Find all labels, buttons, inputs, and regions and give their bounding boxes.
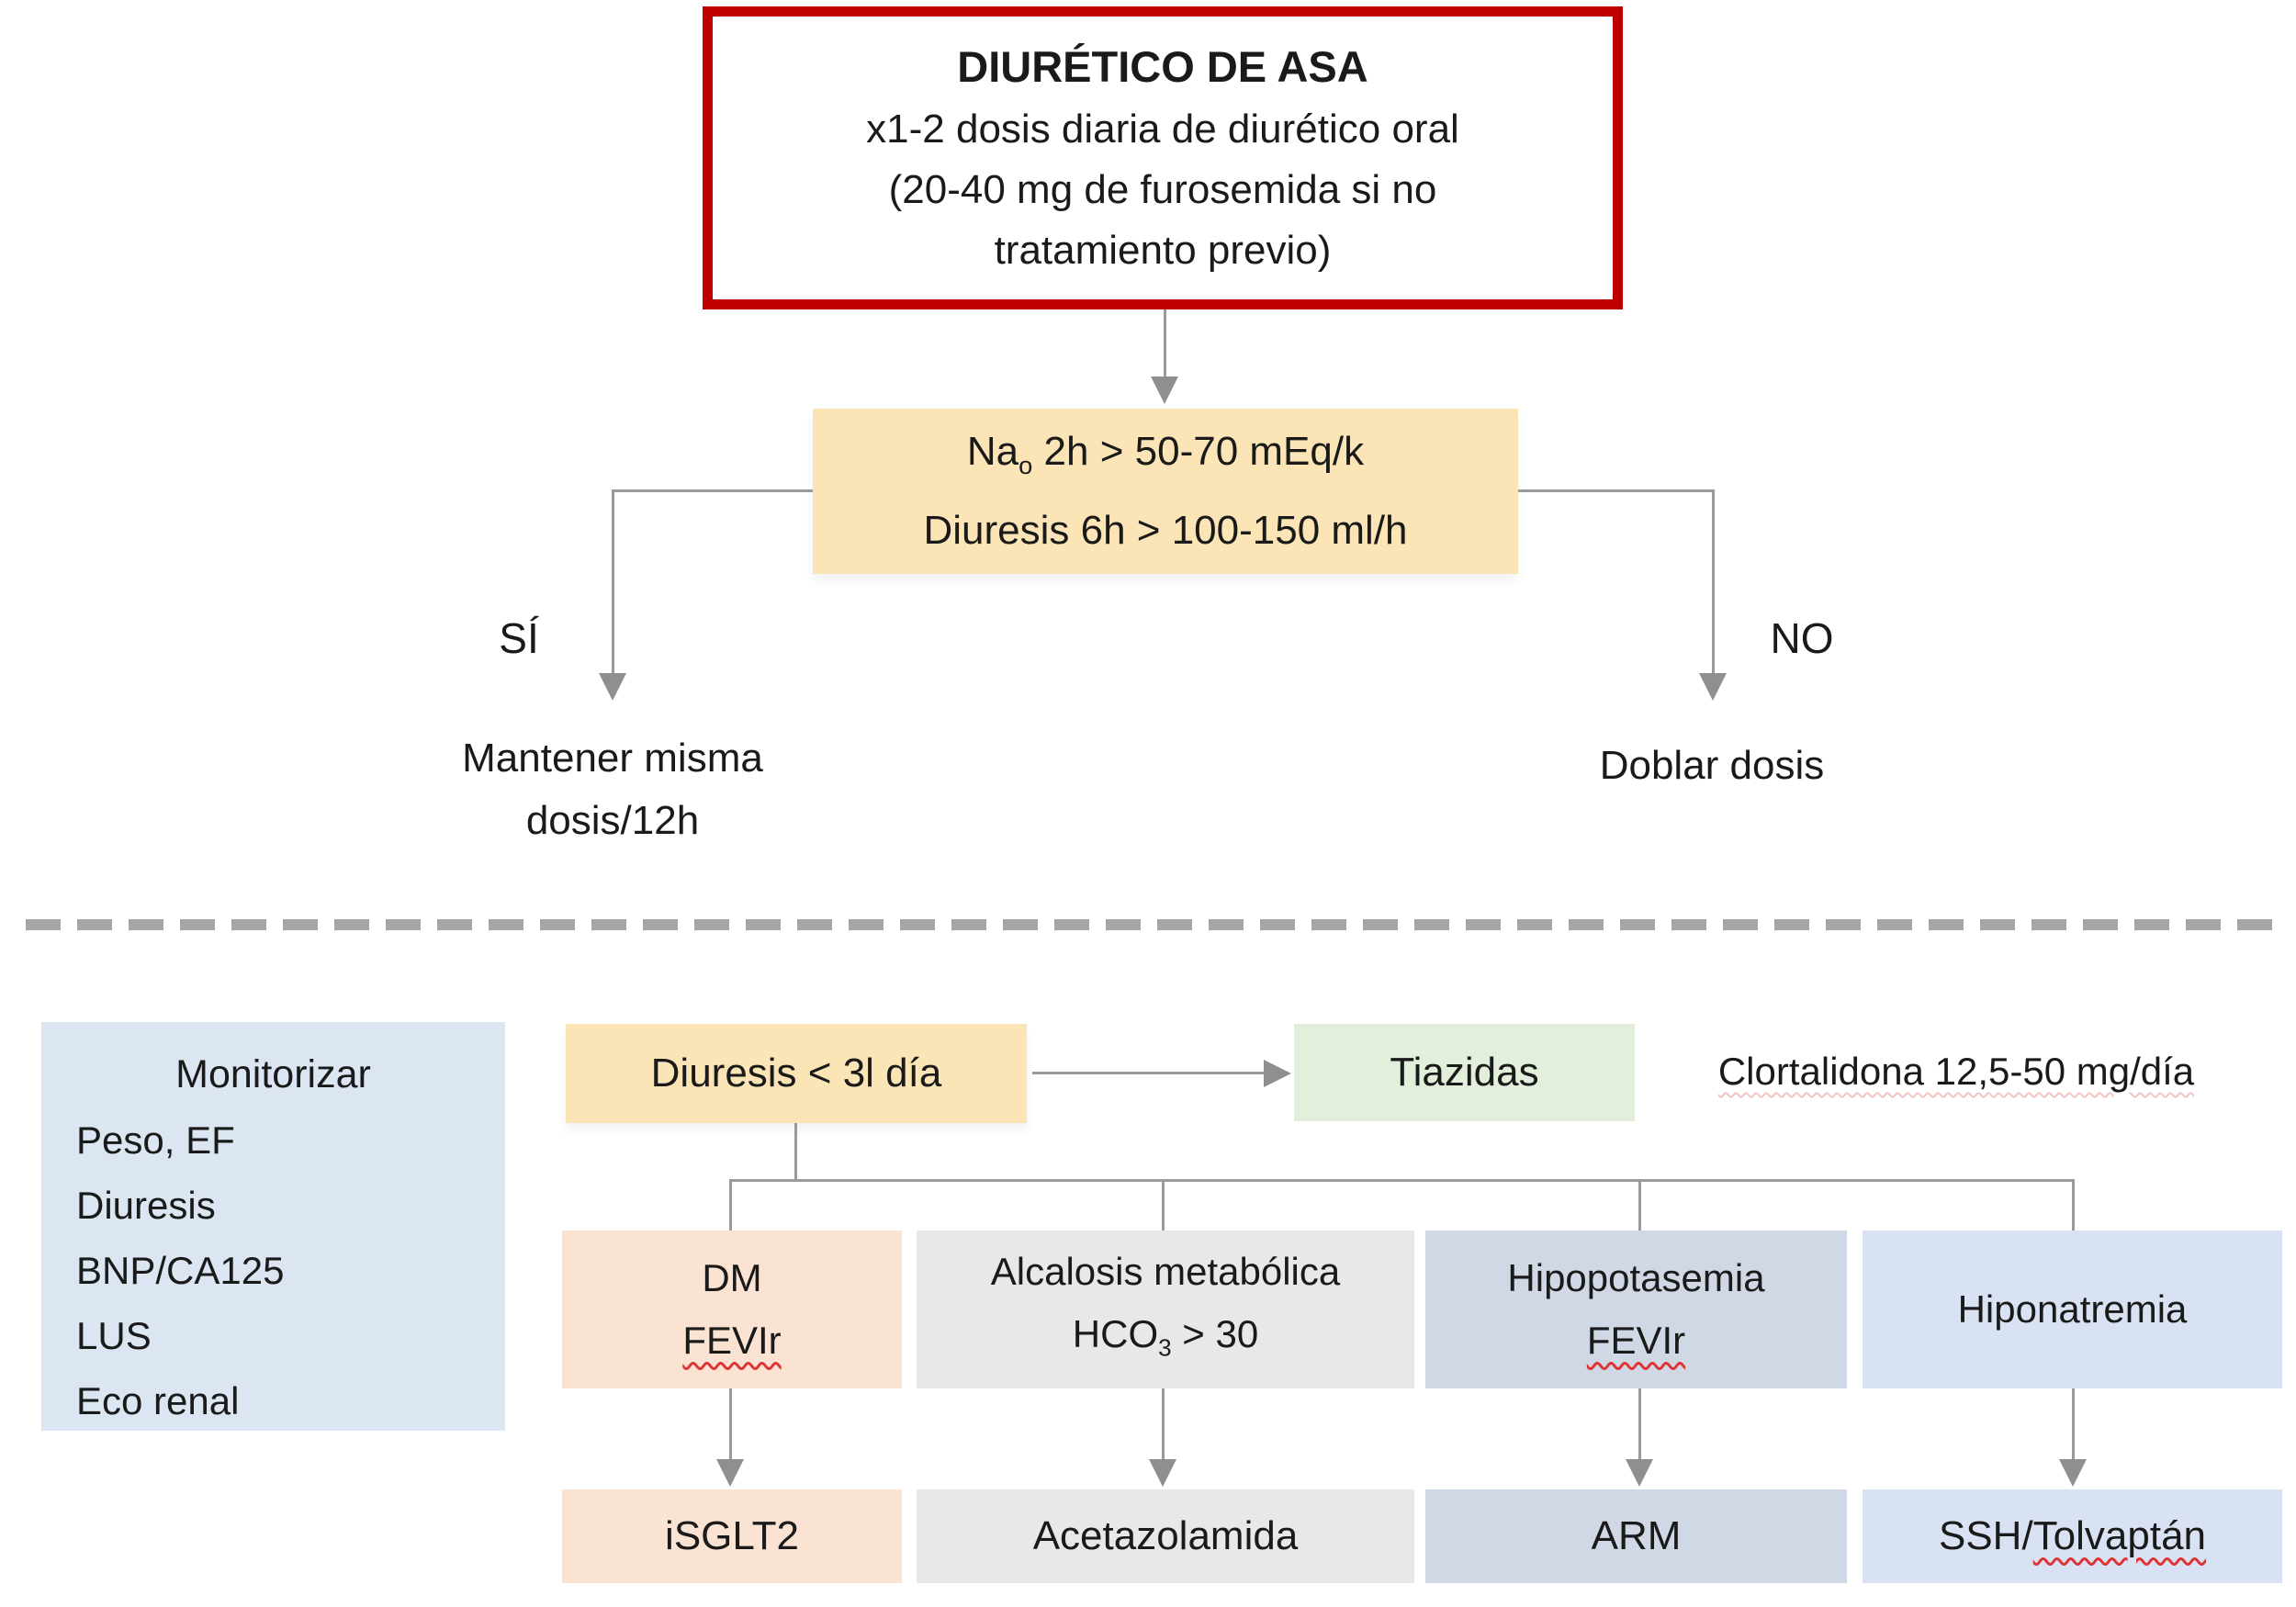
branch-line-right	[1518, 489, 1715, 492]
arrowhead-acetazolamida	[1149, 1459, 1176, 1487]
yes-outcome-line1: Mantener misma	[462, 736, 763, 781]
monitoring-item-peso: Peso, EF	[76, 1118, 235, 1162]
yes-outcome-line2: dosis/12h	[525, 798, 700, 843]
natriuresis-line: Nao 2h > 50-70 mEq/k	[966, 428, 1365, 479]
connector-root-to-decision	[1164, 309, 1166, 379]
loop-diuretic-furosemide-line2: tratamiento previo)	[994, 228, 1332, 273]
monitoring-item-bnp: BNP/CA125	[76, 1249, 285, 1292]
ssh-tolvaptan-label: SSH/Tolvaptán	[1938, 1513, 2207, 1558]
clortalidona-note: Clortalidona 12,5-50 mg/día	[1667, 1050, 2245, 1094]
diuresis-threshold-box: Diuresis < 3l día	[566, 1024, 1027, 1123]
acetazolamida-label: Acetazolamida	[1032, 1513, 1299, 1558]
dm-fevir-label: FEVIr	[682, 1319, 782, 1362]
result-box-arm: ARM	[1425, 1489, 1847, 1583]
arm-label: ARM	[1591, 1513, 1682, 1558]
hco3-label: HCO3 > 30	[1072, 1311, 1259, 1362]
alcalosis-label: Alcalosis metabólica	[990, 1249, 1341, 1293]
connector-drop-hiponatremia	[2072, 1179, 2075, 1232]
monitoring-item-lus: LUS	[76, 1314, 152, 1357]
condition-box-hiponatremia: Hiponatremia	[1863, 1231, 2282, 1388]
hipopotasemia-label: Hipopotasemia	[1507, 1256, 1765, 1299]
section-divider-dashed	[26, 919, 2287, 930]
loop-diuretic-furosemide-line1: (20-40 mg de furosemida si no	[888, 167, 1437, 212]
no-label: NO	[1770, 614, 1834, 662]
dm-label: DM	[702, 1256, 762, 1299]
loop-diuretic-dose-line: x1-2 dosis diaria de diurético oral	[866, 107, 1459, 152]
connector-dm-to-isglt2	[729, 1388, 732, 1462]
connector-drop-alcalosis	[1162, 1179, 1165, 1232]
arrowhead-ssh	[2059, 1459, 2087, 1487]
monitoring-title: Monitorizar	[175, 1052, 371, 1096]
connector-diuresis-down	[794, 1123, 797, 1182]
branch-drop-right	[1712, 489, 1715, 676]
arrowhead-arm	[1626, 1459, 1653, 1487]
arrowhead-isglt2	[716, 1459, 744, 1487]
connector-hipopotasemia-to-arm	[1638, 1388, 1641, 1462]
natriuresis-decision-box: Nao 2h > 50-70 mEq/k Diuresis 6h > 100-1…	[813, 409, 1518, 574]
result-box-acetazolamida: Acetazolamida	[917, 1489, 1414, 1583]
connector-drop-hipopotasemia	[1638, 1179, 1641, 1232]
diuresis-6h-line: Diuresis 6h > 100-150 ml/h	[923, 508, 1408, 554]
yes-outcome-text: Mantener misma dosis/12h	[374, 727, 851, 852]
diuresis-threshold-label: Diuresis < 3l día	[650, 1051, 942, 1096]
result-box-ssh-tolvaptan: SSH/Tolvaptán	[1863, 1489, 2282, 1583]
result-box-isglt2: iSGLT2	[562, 1489, 902, 1583]
connector-drop-dm	[729, 1179, 732, 1232]
hipopotasemia-fevir-label: FEVIr	[1586, 1319, 1686, 1362]
condition-box-dm: DM FEVIr	[562, 1231, 902, 1388]
loop-diuretic-box: DIURÉTICO DE ASA x1-2 dosis diaria de di…	[703, 6, 1623, 309]
tiazidas-label: Tiazidas	[1390, 1050, 1539, 1095]
branch-drop-left	[612, 489, 614, 676]
branch-line-left	[613, 489, 813, 492]
monitoring-item-diuresis: Diuresis	[76, 1184, 216, 1227]
clortalidona-note-text: Clortalidona 12,5-50 mg/día	[1717, 1050, 2195, 1093]
loop-diuretic-title: DIURÉTICO DE ASA	[957, 42, 1368, 91]
connector-diuresis-to-tiazidas	[1032, 1072, 1266, 1074]
connector-tree-horizontal	[729, 1179, 2075, 1182]
no-outcome-text: Doblar dosis	[1599, 743, 1825, 788]
hiponatremia-label: Hiponatremia	[1957, 1287, 2188, 1331]
connector-alcalosis-to-acetazolamida	[1162, 1388, 1165, 1462]
condition-box-hipopotasemia: Hipopotasemia FEVIr	[1425, 1231, 1847, 1388]
condition-box-alcalosis: Alcalosis metabólica HCO3 > 30	[917, 1231, 1414, 1388]
tiazidas-box: Tiazidas	[1294, 1024, 1635, 1121]
monitoring-item-eco: Eco renal	[76, 1379, 240, 1422]
arrowhead-tiazidas	[1264, 1060, 1291, 1087]
isglt2-label: iSGLT2	[665, 1513, 799, 1558]
yes-label: SÍ	[499, 614, 539, 662]
arrowhead-yes	[599, 673, 626, 701]
arrowhead-root-to-decision	[1151, 376, 1178, 404]
connector-hiponatremia-to-ssh	[2072, 1388, 2075, 1462]
monitoring-box: Monitorizar Peso, EF Diuresis BNP/CA125 …	[41, 1022, 505, 1431]
arrowhead-no	[1699, 673, 1727, 701]
